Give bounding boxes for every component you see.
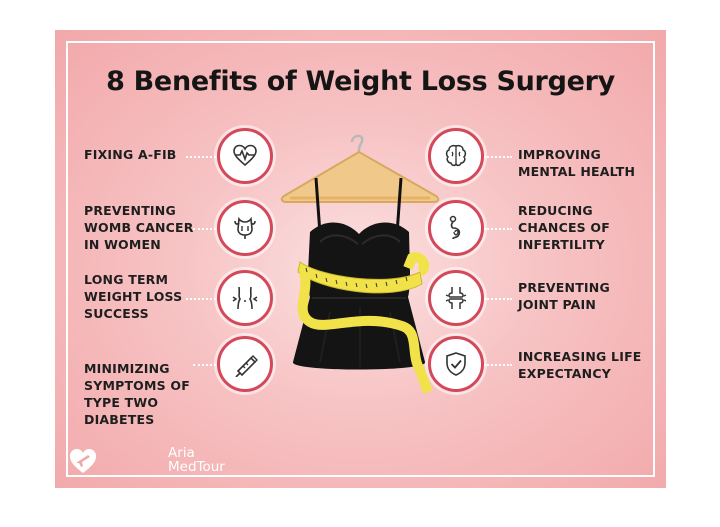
- connector-dots: [484, 156, 512, 158]
- white-frame: [66, 41, 655, 477]
- benefit-label-weight-loss: LONG TERM WEIGHT LOSS SUCCESS: [84, 272, 183, 321]
- hanger-icon: [280, 134, 440, 203]
- benefit-label-mental-health: IMPROVING MENTAL HEALTH: [518, 147, 636, 179]
- uterus-icon: [234, 216, 256, 239]
- page-title: 8 Benefits of Weight Loss Surgery: [106, 66, 615, 97]
- aria-medtour-logo: Aria MedTour: [68, 446, 225, 476]
- benefit-label-life-expectancy: INCREASING LIFE EXPECTANCY: [518, 349, 642, 381]
- slim-waist-badge: [217, 270, 273, 326]
- insulin-pen-icon: [235, 355, 258, 377]
- measuring-tape-icon: [297, 252, 433, 394]
- connector-dots: [186, 156, 216, 158]
- benefit-label-infertility: REDUCING CHANCES OF INFERTILITY: [518, 203, 611, 252]
- pregnancy-badge: [428, 200, 484, 256]
- insulin-pen-badge: [217, 336, 273, 392]
- heart-plane-icon: [70, 449, 96, 473]
- connector-dots: [484, 364, 512, 366]
- connector-dots: [193, 364, 216, 366]
- brand-line1: Aria: [168, 445, 195, 461]
- connector-dots: [193, 228, 216, 230]
- connector-dots: [186, 298, 216, 300]
- connector-dots: [484, 228, 512, 230]
- heartbeat-icon: [233, 144, 257, 167]
- heartbeat-badge: [217, 128, 273, 184]
- brain-badge: [428, 128, 484, 184]
- joint-icon: [445, 287, 467, 309]
- shield-check-icon: [446, 352, 466, 376]
- connector-dots: [484, 298, 512, 300]
- benefit-label-joint-pain: PREVENTING JOINT PAIN: [518, 280, 610, 312]
- brain-icon: [445, 144, 467, 167]
- dress-illustration: [280, 134, 440, 394]
- benefit-label-diabetes: MINIMIZING SYMPTOMS OF TYPE TWO DIABETES: [84, 361, 190, 427]
- shield-check-badge: [428, 336, 484, 392]
- uterus-badge: [217, 200, 273, 256]
- pregnancy-icon: [449, 215, 461, 240]
- black-dress-icon: [292, 177, 426, 370]
- benefit-label-womb-cancer: PREVENTING WOMB CANCER IN WOMEN: [84, 203, 194, 252]
- brand-line2: MedTour: [168, 459, 225, 475]
- benefit-label-fixing-afib: FIXING A-FIB: [84, 147, 177, 162]
- slim-waist-icon: [232, 286, 258, 310]
- joint-badge: [428, 270, 484, 326]
